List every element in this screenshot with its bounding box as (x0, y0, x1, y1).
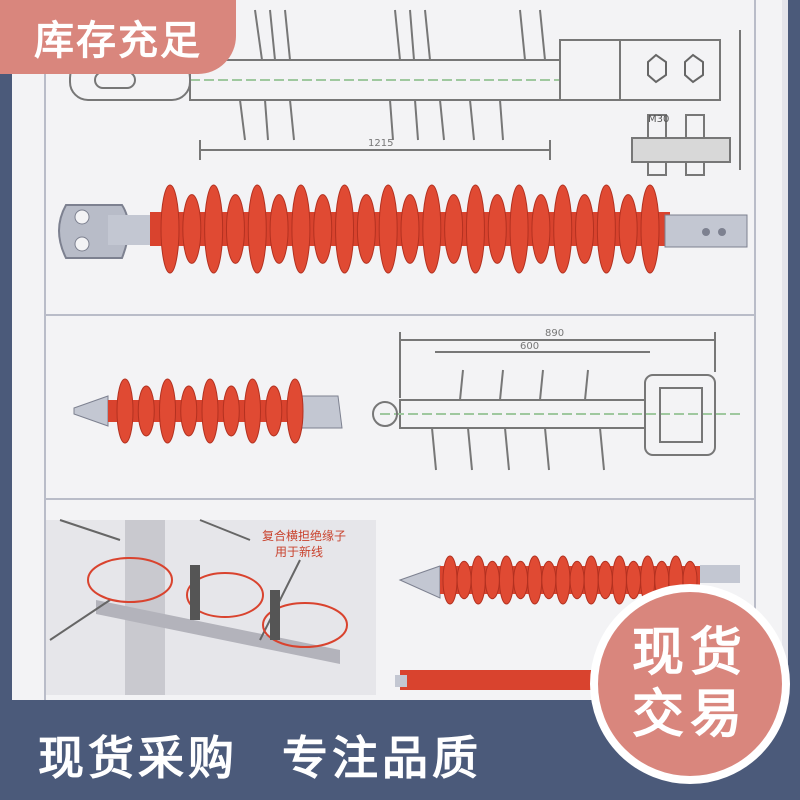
insulator-shed (569, 560, 585, 600)
insulator-shed (269, 194, 289, 264)
insulator-shed (509, 184, 529, 274)
panel-right-border (754, 0, 756, 700)
insulator-shed (180, 385, 198, 437)
photo-caption-2: 用于新线 (275, 544, 323, 559)
insulator-shed (611, 555, 627, 605)
insulator-shed (160, 184, 180, 274)
insulator-shed (596, 184, 616, 274)
badge-line-2: 交易 (631, 685, 748, 745)
insulator-shed (442, 555, 458, 605)
panel-divider-top (44, 314, 756, 316)
insulator-shed (583, 555, 599, 605)
insulator-shed (470, 555, 486, 605)
insulator-shed (291, 184, 311, 274)
insulator-shed (116, 378, 134, 444)
spot-trade-badge: 现货 交易 (590, 584, 790, 784)
insulator-shed (247, 184, 267, 274)
insulator-shed (286, 378, 304, 444)
panel-divider-bottom (44, 498, 756, 500)
insulator-shed (553, 184, 573, 274)
insulator-shed (137, 385, 155, 437)
insulator-shed (335, 184, 355, 274)
insulator-shed (640, 184, 660, 274)
insulator-shed (204, 184, 224, 274)
slogan-left: 现货采购 (38, 731, 238, 785)
in-stock-tag: 库存充足 (0, 0, 236, 74)
insulator-shed (575, 194, 595, 264)
photo-caption-1: 复合横担绝缘子 (262, 528, 346, 543)
insulator-shed (378, 184, 398, 274)
insulator-shed (201, 378, 219, 444)
insulator-shed (244, 378, 261, 444)
insulator-shed (555, 555, 571, 605)
badge-line-1: 现货 (631, 623, 748, 683)
insulator-shed (456, 560, 472, 600)
bolt-label: M30 (648, 114, 669, 125)
panel-left-border (44, 0, 46, 700)
insulator-shed (159, 378, 176, 444)
insulator-sheds-top (160, 184, 660, 274)
insulator-shed (487, 194, 507, 264)
insulator-shed (422, 184, 442, 274)
mid-dim-outer: 890 (545, 328, 564, 339)
insulator-shed (444, 194, 464, 264)
insulator-shed (484, 560, 500, 600)
bottom-partial-insulator (395, 670, 620, 690)
insulator-shed (531, 194, 551, 264)
top-technical-drawing (69, 9, 741, 176)
top-dim-label: 1215 (368, 138, 393, 149)
insulator-shed (618, 194, 638, 264)
slogan-right: 专注品质 (282, 731, 482, 785)
middle-technical-drawing (372, 332, 740, 471)
insulator-shed (498, 555, 514, 605)
insulator-shed (265, 385, 283, 437)
insulator-shed (182, 194, 202, 264)
insulator-shed (513, 560, 529, 600)
insulator-shed (356, 194, 376, 264)
mid-dim-inner: 600 (520, 341, 539, 352)
insulator-shed (400, 194, 420, 264)
insulator-shed (527, 555, 543, 605)
field-installation-photo (46, 519, 376, 695)
insulator-shed (541, 560, 557, 600)
insulator-sheds-middle (116, 378, 304, 444)
insulator-shed (626, 560, 642, 600)
insulator-shed (225, 194, 245, 264)
insulator-shed (222, 385, 240, 437)
insulator-shed (465, 184, 485, 274)
slogan: 现货采购 专注品质 (38, 722, 482, 785)
insulator-shed (313, 194, 333, 264)
insulator-shed (597, 560, 613, 600)
